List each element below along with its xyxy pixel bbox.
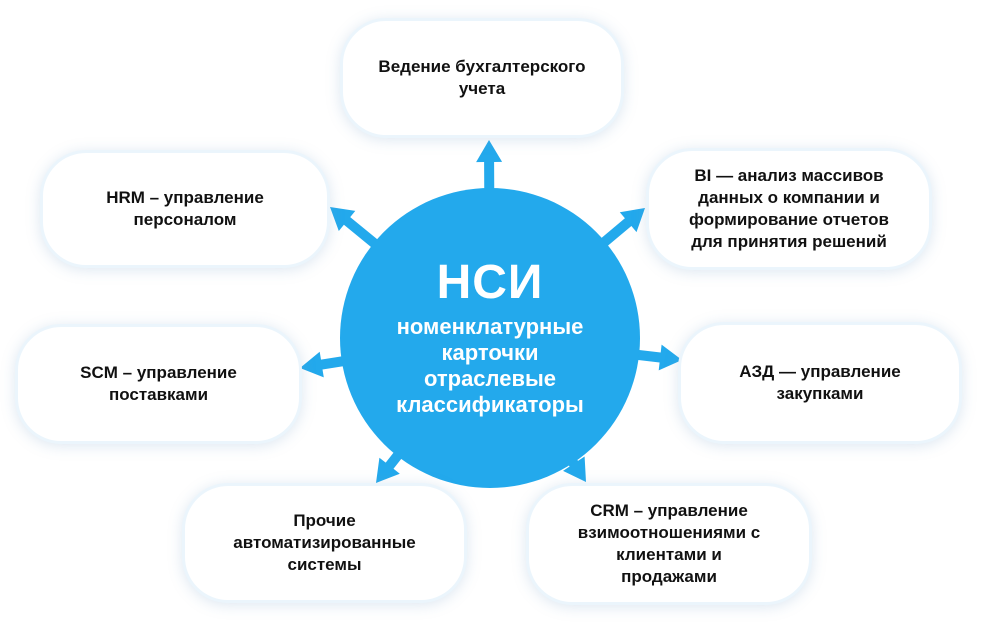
node-scm: SCM – управление поставками [15,324,302,444]
node-azd-label: АЗД — управление закупками [739,362,901,403]
node-bi-label: BI — анализ массивов данных о компании и… [689,166,889,251]
hub-circle: НСИ номенклатурные карточки отраслевые к… [340,188,640,488]
hub-line-nomenclature: номенклатурные [396,314,584,339]
hub-line-industry: отраслевые [423,366,557,391]
node-hrm-label: HRM – управление персоналом [106,188,264,229]
hub-line-cards: карточки [441,340,539,365]
node-other-label: Прочие автоматизированные системы [233,511,416,574]
hub-line-classifiers: классификаторы [396,392,584,417]
node-azd: АЗД — управление закупками [678,322,962,444]
node-accounting-label: Ведение бухгалтерского учета [378,57,586,98]
node-accounting: Ведение бухгалтерского учета [340,18,624,138]
node-bi: BI — анализ массивов данных о компании и… [646,148,932,270]
node-other: Прочие автоматизированные системы [182,483,467,603]
node-crm-label: CRM – управление взимоотношениями с клие… [577,501,761,586]
node-hrm: HRM – управление персоналом [40,150,330,268]
node-scm-label: SCM – управление поставками [80,363,237,404]
hub-title: НСИ [436,256,544,309]
node-crm: CRM – управление взимоотношениями с клие… [526,483,812,605]
